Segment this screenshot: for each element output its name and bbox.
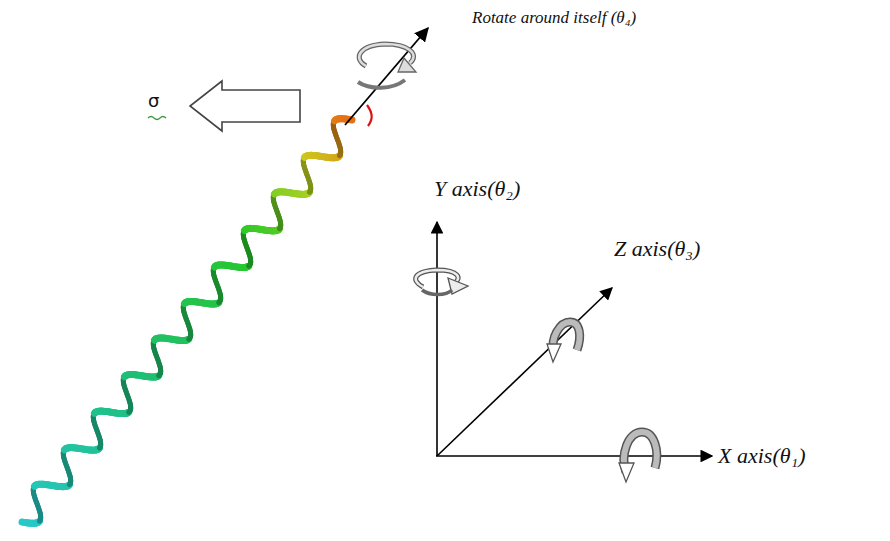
- x-rotation: [619, 432, 657, 482]
- axis-label: X axis(θ₁): [718, 443, 805, 469]
- helix-axis-arrow: [345, 28, 428, 125]
- z-rotation: [547, 322, 580, 362]
- rotation-label: Rotate around itself (θ₄): [472, 8, 636, 28]
- spell-underline: [148, 117, 166, 120]
- x-axis: [436, 455, 712, 457]
- stress-arrow: [190, 81, 300, 131]
- rotation-arrow: [358, 80, 405, 88]
- helix-ribbon: [22, 119, 352, 524]
- rotation-arrowhead: [398, 58, 416, 72]
- y-rotation: [416, 270, 468, 295]
- axis-label: Z axis(θ₃): [614, 236, 700, 262]
- axis-label: Y axis(θ₂): [434, 176, 520, 202]
- y-axis: [436, 222, 438, 456]
- red-mark: [367, 105, 372, 126]
- stress-symbol: σ: [148, 90, 159, 111]
- z-axis: [437, 288, 612, 456]
